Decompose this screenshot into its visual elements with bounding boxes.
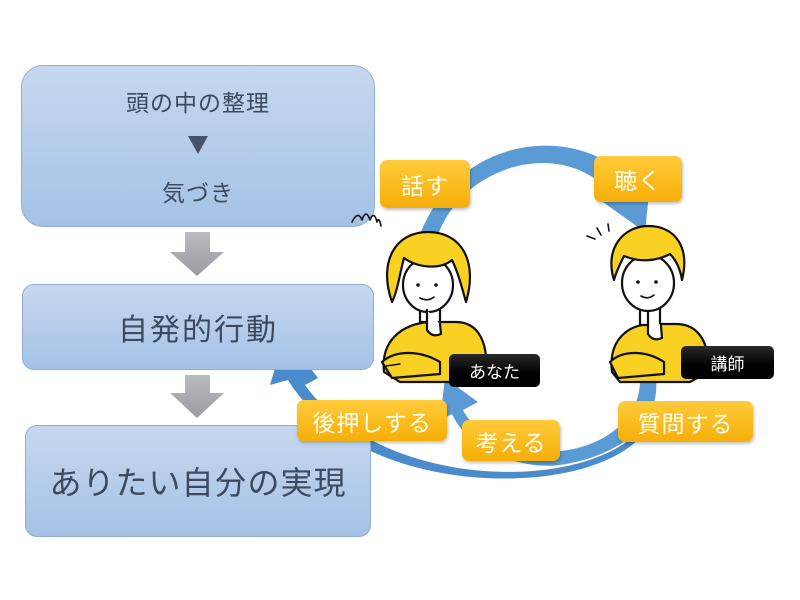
- person-you-illustration: [351, 213, 488, 384]
- triangle-down-icon: [188, 136, 208, 154]
- emphasis-lines-icon: [586, 223, 610, 240]
- tag-push: 後押しする: [297, 400, 447, 441]
- thinking-scribble-icon: [351, 213, 382, 227]
- self-action-label: 自発的行動: [118, 313, 278, 348]
- push-label: 後押しする: [312, 410, 432, 437]
- name-label-coach: 講師: [681, 346, 774, 379]
- ideal-self-label: ありたい自分の実現: [49, 464, 347, 502]
- tag-listen: 聴く: [594, 156, 682, 202]
- awareness-label: 気づき: [162, 181, 234, 207]
- tag-talk: 話す: [380, 160, 470, 208]
- down-arrow-1: [170, 232, 224, 276]
- tag-think: 考える: [462, 420, 560, 461]
- listen-label: 聴く: [614, 169, 662, 195]
- name-label-you: あなた: [449, 354, 540, 387]
- tag-ask: 質問する: [618, 401, 753, 442]
- down-arrow-2: [170, 375, 224, 418]
- ask-label: 質問する: [637, 411, 734, 438]
- think-label: 考える: [475, 430, 547, 457]
- arc-talk-to-listen: [412, 145, 650, 262]
- talk-label: 話す: [401, 174, 449, 200]
- flow-box-organize-awareness: 頭の中の整理 気づき: [21, 65, 375, 227]
- flow-box-self-action: 自発的行動: [22, 284, 374, 370]
- you-label: あなた: [469, 363, 520, 383]
- organize-thoughts-label: 頭の中の整理: [126, 91, 270, 117]
- coach-label: 講師: [710, 355, 745, 375]
- flow-box-ideal-self: ありたい自分の実現: [25, 425, 371, 537]
